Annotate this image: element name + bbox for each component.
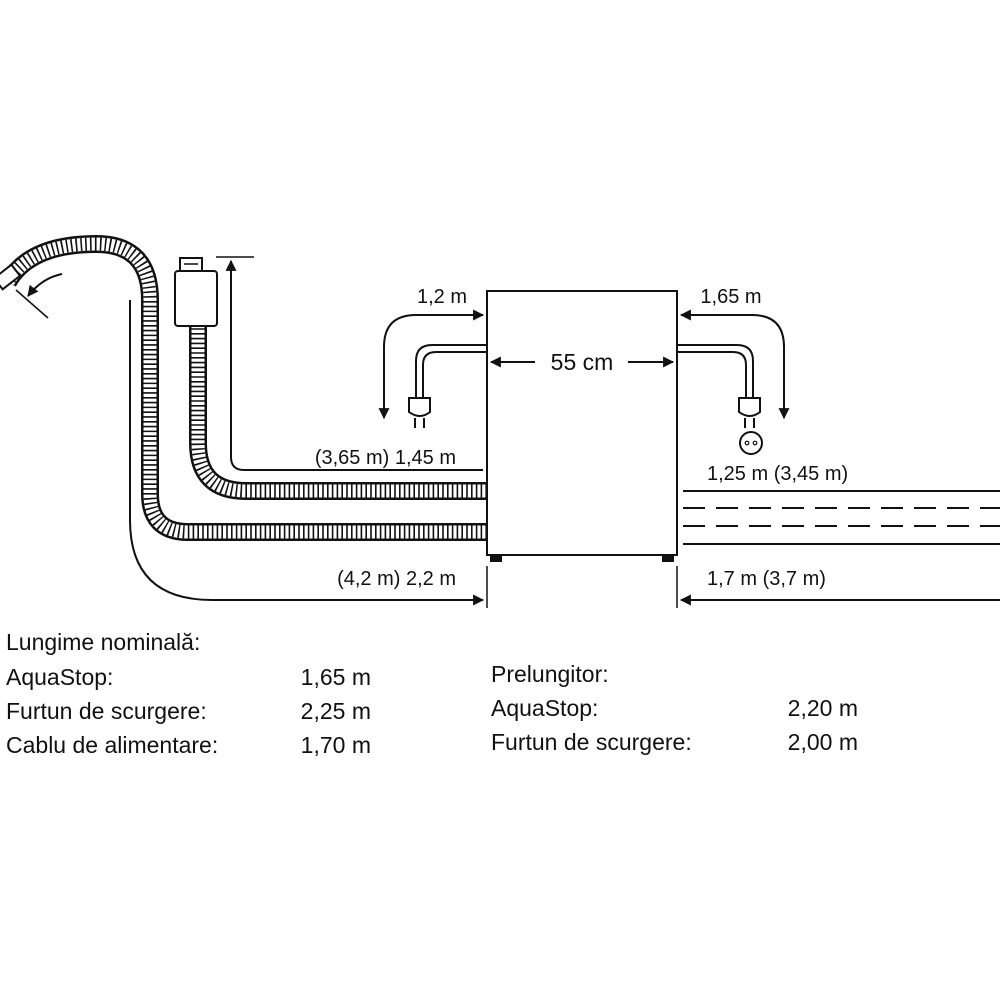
power-left-label: 1,2 m <box>417 286 467 308</box>
power-left-arrow <box>378 309 485 420</box>
socket-icon <box>739 431 763 455</box>
dishwasher-body <box>486 290 678 562</box>
aquastop-hose <box>0 234 487 541</box>
width-label: 55 cm <box>551 349 614 375</box>
extension-row-label: AquaStop: <box>491 695 599 721</box>
right-lower-label: 1,7 m (3,7 m) <box>707 568 826 590</box>
drain-length-label: (4,2 m) 2,2 m <box>337 568 456 590</box>
drain-height-label: (3,65 m) 1,45 m <box>315 447 456 469</box>
right-upper-label: 1,25 m (3,45 m) <box>707 463 848 485</box>
power-cable-right <box>677 344 761 428</box>
nominal-row-value: 2,25 m <box>300 698 371 724</box>
nominal-heading: Lungime nominală: <box>6 629 201 655</box>
nominal-row-label: AquaStop: <box>6 664 114 690</box>
nominal-row-label: Cablu de alimentare: <box>6 732 219 758</box>
drain-height-arrow <box>225 259 483 471</box>
extension-row-value: 2,00 m <box>787 729 858 755</box>
nominal-row-label: Furtun de scurgere: <box>6 698 207 724</box>
power-cable-left <box>408 344 487 428</box>
power-right-label: 1,65 m <box>700 286 761 308</box>
aquastop-valve-box <box>174 270 218 327</box>
extension-hoses <box>683 490 1000 545</box>
drain-hose <box>174 257 487 500</box>
extension-row-value: 2,20 m <box>787 695 858 721</box>
extension-heading: Prelungitor: <box>491 661 609 687</box>
power-right-arrow <box>679 309 790 420</box>
nominal-row-value: 1,70 m <box>300 732 371 758</box>
extension-row-label: Furtun de scurgere: <box>491 729 692 755</box>
connection-dimensions-diagram: 55 cm (3,65 m) 1,45 m (4,2 m) 2,2 m 1,2 … <box>0 234 1000 608</box>
nominal-row-value: 1,65 m <box>300 664 371 690</box>
drain-length-arrow <box>129 300 485 606</box>
